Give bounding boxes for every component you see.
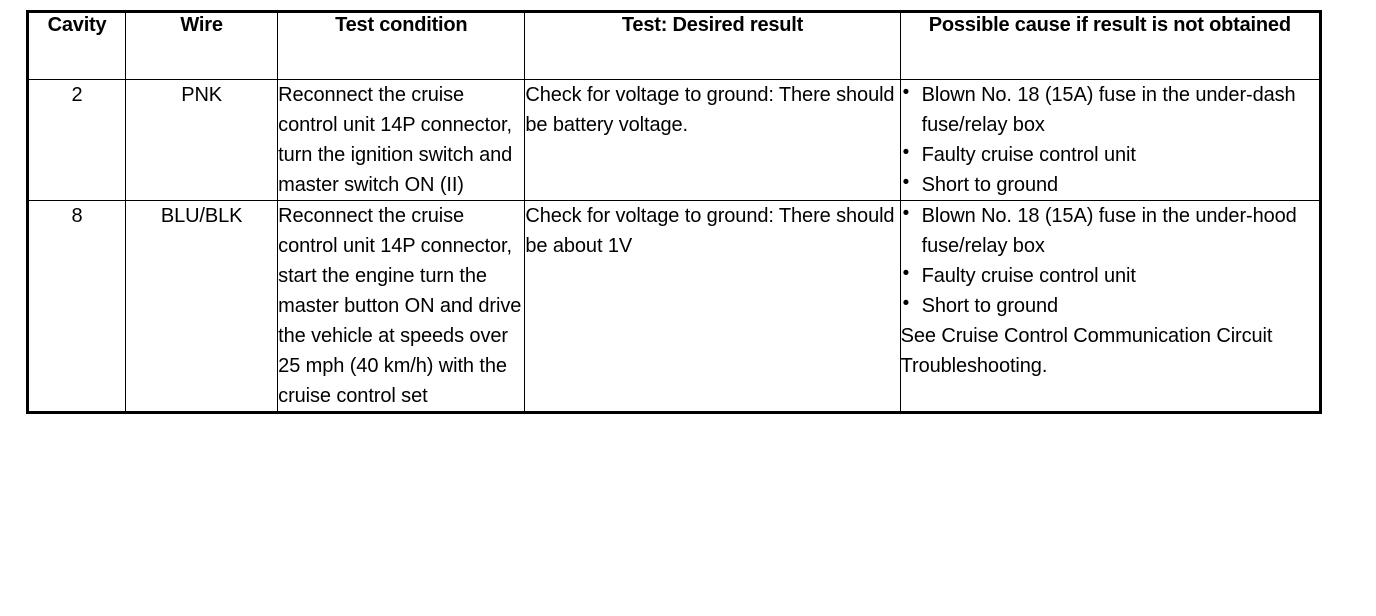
cell-desired-result: Check for voltage to ground: There shoul… [524,200,901,413]
header-row: Cavity Wire Test condition Test: Desired… [26,11,1322,80]
bullet-icon: • [902,203,910,224]
troubleshooting-table: Cavity Wire Test condition Test: Desired… [26,10,1322,414]
table-row: 8 BLU/BLK Reconnect the cruise control u… [26,200,1322,413]
bullet-icon: • [902,172,910,193]
possible-cause-list: • Blown No. 18 (15A) fuse in the under-ho… [901,201,1319,321]
list-item: • Short to ground [901,291,1319,321]
list-item-label: Short to ground [921,295,1059,317]
cell-cavity: 8 [26,200,127,413]
troubleshooting-table-wrapper: Cavity Wire Test condition Test: Desired… [26,10,1322,414]
cross-reference-note: See Cruise Control Communication Circuit… [900,325,1273,377]
table-body: 2 PNK Reconnect the cruise control unit … [26,79,1322,413]
column-header-desired-result: Test: Desired result [524,11,901,80]
list-item-label: Faulty cruise control unit [921,265,1136,287]
cell-possible-cause: • Blown No. 18 (15A) fuse in the under-ho… [899,200,1322,413]
cell-test-condition: Reconnect the cruise control unit 14P co… [277,79,526,201]
bullet-icon: • [902,82,910,103]
column-header-wire: Wire [125,11,279,80]
list-item: • Faulty cruise control unit [901,261,1319,291]
table-header: Cavity Wire Test condition Test: Desired… [26,11,1322,80]
list-item: • Blown No. 18 (15A) fuse in the under-da… [901,80,1319,140]
cell-wire: PNK [125,79,279,201]
column-header-cavity: Cavity [26,11,127,80]
list-item-label: Short to ground [921,174,1059,196]
cell-possible-cause: • Blown No. 18 (15A) fuse in the under-da… [899,79,1322,201]
column-header-possible-cause: Possible cause if result is not obtained [899,11,1322,80]
list-item: • Short to ground [901,170,1319,200]
cell-cavity: 2 [26,79,127,201]
bullet-icon: • [902,142,910,163]
cell-desired-result: Check for voltage to ground: There shoul… [524,79,901,201]
possible-cause-list: • Blown No. 18 (15A) fuse in the under-da… [901,80,1319,200]
list-item-label: Faulty cruise control unit [921,144,1136,166]
bullet-icon: • [902,293,910,314]
list-item: • Blown No. 18 (15A) fuse in the under-ho… [901,201,1319,261]
table-row: 2 PNK Reconnect the cruise control unit … [26,79,1322,201]
cell-wire: BLU/BLK [125,200,279,413]
list-item-label: Blown No. 18 (15A) fuse in the under-das… [921,84,1296,136]
bullet-icon: • [902,263,910,284]
list-item-label: Blown No. 18 (15A) fuse in the under-hoo… [921,205,1297,257]
list-item: • Faulty cruise control unit [901,140,1319,170]
cell-test-condition: Reconnect the cruise control unit 14P co… [277,200,526,413]
column-header-test-condition: Test condition [277,11,526,80]
